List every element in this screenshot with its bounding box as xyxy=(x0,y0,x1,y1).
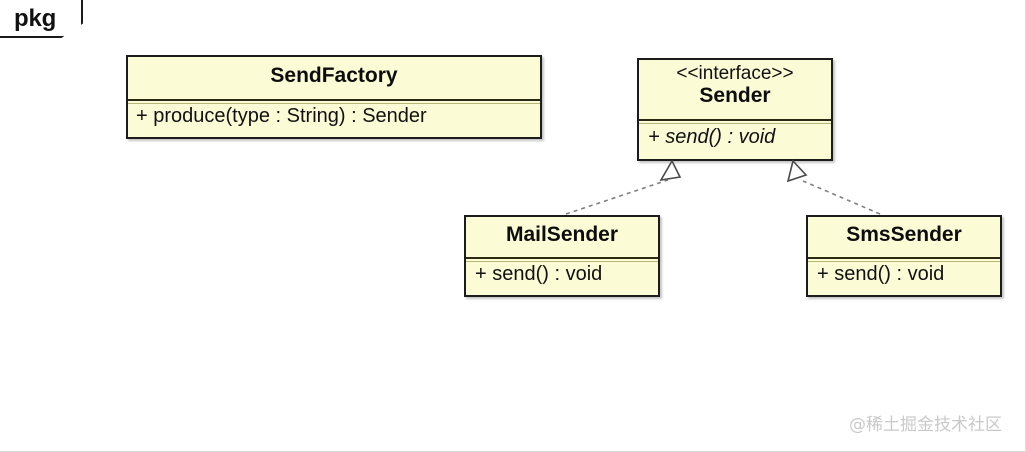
package-label: pkg xyxy=(14,5,57,32)
class-name-mailsender: MailSender xyxy=(505,223,619,246)
class-box-mailsender[interactable]: MailSender + send() : void xyxy=(464,215,660,297)
package-tab xyxy=(0,0,83,38)
watermark: @稀土掘金技术社区 xyxy=(849,415,1002,435)
class-method: + send() : void xyxy=(475,263,603,285)
class-methods-sender: + send() : void xyxy=(639,121,831,159)
class-box-sendfactory[interactable]: SendFactory + produce(type : String) : S… xyxy=(126,55,542,139)
class-name-smssender: SmsSender xyxy=(846,223,962,246)
class-name-sendfactory: SendFactory xyxy=(270,64,398,87)
class-method: + send() : void xyxy=(648,126,776,148)
class-methods-mailsender: + send() : void xyxy=(466,259,658,295)
class-name-sender: Sender xyxy=(699,83,771,107)
class-header-smssender: SmsSender xyxy=(808,217,1000,262)
class-methods-smssender: + send() : void xyxy=(808,259,1000,295)
class-header-sender: <<interface>> Sender xyxy=(639,60,831,124)
class-method: + send() : void xyxy=(817,263,945,285)
class-methods-sendfactory: + produce(type : String) : Sender xyxy=(128,101,540,137)
class-box-smssender[interactable]: SmsSender + send() : void xyxy=(806,215,1002,297)
class-header-mailsender: MailSender xyxy=(466,217,658,262)
class-header-sendfactory: SendFactory xyxy=(128,57,540,104)
class-stereotype-sender: <<interface>> xyxy=(676,63,794,84)
class-box-sender[interactable]: <<interface>> Sender + send() : void xyxy=(637,58,833,161)
class-method: + produce(type : String) : Sender xyxy=(136,105,427,127)
